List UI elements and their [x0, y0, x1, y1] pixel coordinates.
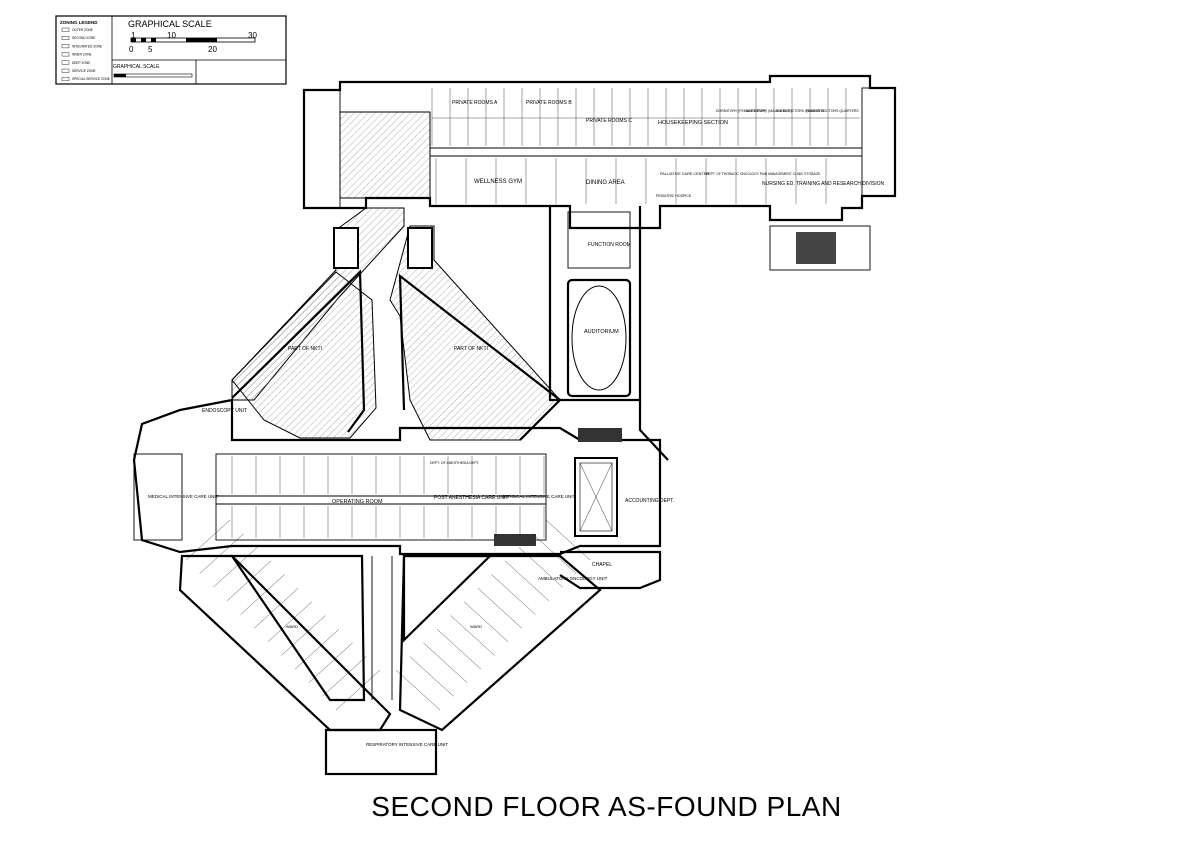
label-sicu: SURGICAL INTENSIVE CARE UNIT [502, 494, 576, 499]
zoning-legend: ZONING LEGEND OUTER ZONE SECOND ZONE INTEG… [55, 15, 287, 85]
central-spine: FUNCTION ROOM AUDITORIUM [548, 206, 669, 461]
label-ward-left: WARD [286, 624, 298, 629]
graphical-scale: GRAPHICAL SCALE 1 10 30 0 5 20 GRAPHICAL… [113, 19, 257, 78]
partition-line [213, 547, 258, 588]
partition-line [491, 574, 536, 615]
legend-swatch [61, 68, 70, 73]
legend-swatch [61, 52, 70, 57]
label-wellness-gym: WELLNESS GYM [474, 179, 522, 185]
label-nkti-right: PART OF NKTI [454, 346, 488, 352]
legend-items: OUTER ZONE SECOND ZONE INTEGRATED ZONE INNE… [61, 27, 110, 81]
label-auditorium: AUDITORIUM [584, 329, 619, 335]
label-chapel: CHAPEL [592, 562, 612, 568]
label-endoscopy: ENDOSCOPY UNIT [202, 408, 247, 414]
open-atrium-hatch [339, 111, 431, 199]
legend-swatch [61, 44, 70, 49]
label-private-rooms-a: PRIVATE ROOMS A [452, 100, 498, 106]
legend-swatch [61, 76, 70, 81]
label-dining-area: DINING AREA [586, 180, 625, 186]
scale-tick-1: 1 [131, 31, 136, 40]
partition-line [240, 574, 285, 615]
label-private-rooms-c: PRIVATE ROOMS C [586, 118, 632, 124]
legend-heading: ZONING LEGEND [60, 20, 98, 25]
scale-small-heading: GRAPHICAL SCALE [113, 64, 160, 70]
label-nkti-left: PART OF NKTI [288, 346, 322, 352]
legend-item-label: INNER ZONE [72, 53, 92, 57]
scale-tick-5: 5 [148, 45, 153, 54]
label-operating-room: OPERATING ROOM [332, 499, 383, 505]
label-ward-right: WARD [470, 624, 482, 629]
label-female-doctors: FEMALE DOCTORS QUARTERS [806, 109, 859, 113]
scale-tick-30: 30 [248, 31, 257, 40]
label-pacu: POST ANESTHESIA CARE UNIT [434, 495, 508, 501]
partition-line [423, 642, 468, 683]
legend-item-label: SPECIAL SERVICE ZONE [72, 77, 110, 81]
legend-swatch [61, 60, 70, 65]
partition-line [409, 656, 454, 697]
legend-item-label: OUTER ZONE [72, 28, 93, 32]
label-private-rooms-b: PRIVATE ROOMS B [526, 100, 572, 106]
partition-line [450, 615, 495, 656]
legend-item-label: SERVICE ZONE [72, 69, 96, 73]
partition-line [281, 615, 326, 656]
partition-line [464, 601, 509, 642]
partition-line [545, 519, 591, 561]
partition-line [518, 547, 563, 588]
label-accounting: ACCOUNTING DEPT. [625, 498, 674, 504]
label-micu: MEDICAL INTENSIVE CARE UNIT [148, 494, 219, 499]
legend-item-label: SECOND ZONE [72, 36, 95, 40]
partition-line [322, 656, 367, 697]
label-palliative: PALLIATIVE CARE CENTER [660, 172, 709, 176]
nkti-wings: PART OF NKTI PART OF NKTI [231, 207, 562, 441]
partition-line [504, 560, 550, 602]
scale-tick-10: 10 [167, 31, 176, 40]
partition-line [185, 519, 231, 561]
partition-line [335, 669, 381, 711]
south-wings: WARD WARD AMBULATORY ONCOLOGY UNIT CHAPE… [178, 519, 662, 776]
legend-swatch [61, 27, 70, 32]
partition-line [226, 560, 272, 602]
legend-swatch [61, 36, 70, 40]
label-male-doctors: MALE DOCTORS QUARTERS [776, 109, 825, 113]
scale-tick-0: 0 [129, 45, 134, 54]
partition-line [267, 601, 312, 642]
label-nursing: NURSING ED. TRAINING AND RESEARCH DIVISI… [762, 181, 885, 187]
label-pediatric: PEDIATRIC HOSPICE [656, 194, 692, 198]
label-dormitory-male: DORMITORY (MALE STAFF) [746, 109, 792, 113]
label-respiratory: RESPIRATORY INTENSIVE CARE UNIT [366, 742, 448, 747]
partition-line [308, 642, 353, 683]
label-housekeeping: HOUSEKEEPING SECTION [658, 120, 728, 126]
north-wing: PRIVATE ROOMS A PRIVATE ROOMS B PRIVATE … [302, 74, 897, 271]
scale-heading: GRAPHICAL SCALE [128, 19, 212, 29]
partition-line [254, 588, 299, 629]
label-thoracic: DEPT. OF THORACIC ONCOLOGY PAIN MANAGEME… [706, 172, 821, 176]
partition-line [294, 628, 340, 670]
legend-item-label: DEEP ZONE [72, 61, 90, 65]
label-ambulatory: AMBULATORY ONCOLOGY UNIT [538, 576, 608, 581]
label-function-room: FUNCTION ROOM [588, 242, 631, 248]
plan-title: SECOND FLOOR AS-FOUND PLAN [371, 791, 842, 822]
partition-line [532, 533, 577, 574]
label-anesthesia: DEPT. OF ANESTHESIA DEPT. [430, 461, 480, 465]
legend-item-label: INTEGRATED ZONE [72, 44, 102, 48]
partition-line [395, 669, 441, 711]
label-dormitory-female: DORMITORY (FEMALE STAFF) [716, 109, 766, 113]
scale-tick-20: 20 [208, 45, 217, 54]
stair-block [796, 232, 836, 264]
central-block: MEDICAL INTENSIVE CARE UNIT ENDOSCOPY UN… [132, 398, 674, 556]
partition-line [477, 588, 522, 629]
partition-line [436, 628, 482, 670]
partition-line [199, 533, 244, 574]
